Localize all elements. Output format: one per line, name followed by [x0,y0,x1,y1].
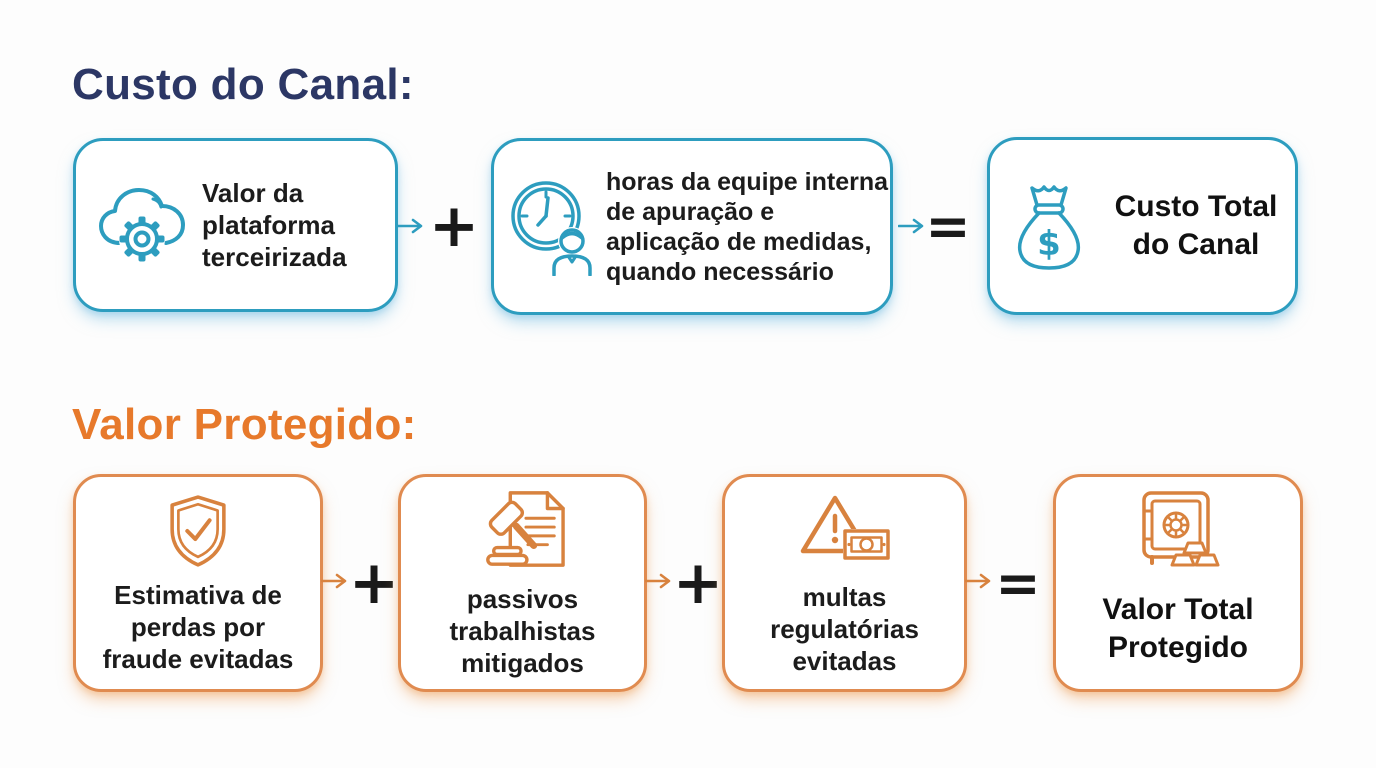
cloud-gear-icon [96,185,188,265]
arrow-right-icon [397,217,429,235]
svg-text:$: $ [1037,224,1061,264]
cost-box-team-hours: horas da equipe interna de apuração e ap… [491,138,893,315]
value-box-labor-liabilities: passivos trabalhistas mitigados [398,474,647,692]
value-box-regulatory-fines: multas regulatórias evitadas [722,474,967,692]
cost-box-total-label: Custo Total do Canal [1114,190,1278,261]
value-box-labor-liabilities-label: passivos trabalhistas mitigados [449,584,596,678]
value-box-total: Valor Total Protegido [1053,474,1303,692]
money-bag-icon: $ [1010,181,1088,271]
plus-operator: + [428,191,480,261]
value-box-fraud-losses: Estimativa de perdas por fraude evitadas [73,474,323,692]
cost-box-platform-label: Valor da plataforma terceirizada [202,178,347,272]
cost-box-total: $ Custo Total do Canal [987,137,1298,315]
value-box-regulatory-fines-label: multas regulatórias evitadas [770,582,919,676]
arrow-right-icon [898,217,930,235]
gavel-document-icon [477,487,569,573]
shield-check-icon [165,493,231,569]
equals-operator: = [925,194,971,258]
clock-person-icon [508,178,596,276]
equals-operator: = [995,551,1041,615]
plus-operator: + [672,548,724,618]
arrow-right-icon [965,572,997,590]
cost-box-platform: Valor da plataforma terceirizada [73,138,398,312]
safe-gold-icon [1131,487,1225,575]
value-box-fraud-losses-label: Estimativa de perdas por fraude evitadas [102,580,294,674]
cost-box-team-hours-label: horas da equipe interna de apuração e ap… [606,167,889,286]
plus-operator: + [348,548,400,618]
value-box-total-label: Valor Total Protegido [1102,593,1254,664]
warning-money-icon [795,491,895,571]
arrow-right-icon [645,572,677,590]
cost-row-title: Custo do Canal: [72,60,414,109]
arrow-right-icon [321,572,353,590]
value-row-title: Valor Protegido: [72,400,417,449]
